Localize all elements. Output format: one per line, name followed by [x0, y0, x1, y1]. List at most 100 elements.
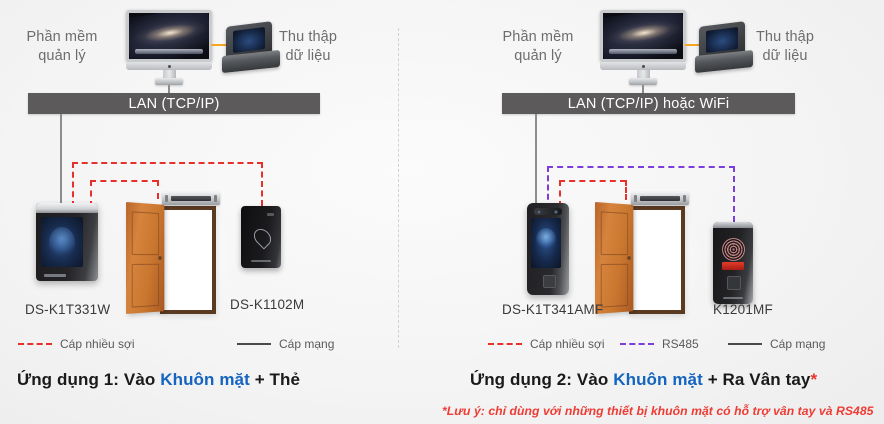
door-assembly-2: [595, 192, 705, 324]
legend-item-rs485-2: RS485: [620, 337, 699, 351]
brand-mark: [251, 259, 271, 262]
lan-bar-2: LAN (TCP/IP) hoặc WiFi: [502, 93, 795, 114]
taskbar-icon: [609, 49, 677, 54]
dashed-red-swatch-icon: [18, 343, 52, 345]
face-terminal-ds-k1t341amf: [527, 203, 569, 295]
collector-label-1: Thu thập dữ liệu: [278, 29, 338, 64]
network-cable-1: [60, 114, 62, 207]
multicore-cable-2a: [559, 180, 561, 207]
brand-mark: [723, 296, 743, 299]
software-label-2: Phần mềm quản lý: [502, 29, 574, 64]
caption-suffix: + Thẻ: [249, 370, 301, 389]
multicore-cable-1c: [157, 180, 159, 199]
taskbar-icon: [135, 49, 203, 54]
pc-to-lan-cable-1: [168, 85, 170, 94]
door-inset-top: [131, 211, 160, 256]
terminal-top-trim: [36, 203, 98, 213]
multicore-cable-1e: [72, 162, 263, 164]
reader-top-trim: [713, 222, 753, 228]
card-swipe-area-icon: [542, 275, 556, 288]
legend-item-network-2: Cáp mạng: [728, 337, 825, 351]
fingerprint-sensor-icon: [721, 238, 745, 261]
data-collector-1: [222, 21, 280, 74]
solid-gray-swatch-icon: [237, 343, 271, 345]
caption-highlight: Khuôn mặt: [160, 370, 250, 389]
device-label-left-2: DS-K1T341AMF: [502, 302, 604, 317]
software-label-1: Phần mềm quản lý: [26, 29, 98, 64]
caption-prefix: Ứng dụng 1: Vào: [17, 370, 161, 389]
camera-module-icon: [534, 208, 562, 215]
monitor-foot: [629, 78, 657, 85]
device-label-left-1: DS-K1T331W: [25, 302, 111, 317]
monitor-chin: [600, 62, 686, 70]
wallpaper-icon: [129, 13, 209, 59]
fingerprint-reader-k1201mf: [713, 222, 753, 304]
legend-label: Cáp nhiều sợi: [530, 337, 605, 351]
reader-led-icon: [267, 213, 274, 216]
collector-label-2: Thu thập dữ liệu: [755, 29, 815, 64]
legend-item-multicore-1: Cáp nhiều sợi: [18, 337, 135, 351]
collector-screen-icon: [706, 27, 738, 53]
management-pc-2: [600, 10, 686, 85]
panel-2: Phần mềm quản lý Thu thập dữ liệu LAN (T…: [440, 0, 884, 424]
device-label-right-1: DS-K1102M: [230, 297, 305, 312]
collector-screen-icon: [233, 27, 265, 53]
panel-1: Phần mềm quản lý Thu thập dữ liệu LAN (T…: [0, 0, 398, 424]
door-knob-icon: [158, 256, 162, 260]
maglock-bolt-right: [683, 195, 686, 202]
caption-1: Ứng dụng 1: Vào Khuôn mặt + Thẻ: [17, 370, 300, 390]
door-panel: [595, 202, 634, 314]
face-scan-icon: [536, 228, 556, 250]
magnetic-lock-icon: [631, 192, 689, 205]
door-frame: [160, 206, 216, 314]
footnote: *Lưu ý: chỉ dùng với những thiết bị khuô…: [442, 404, 874, 418]
monitor-screen-icon: [600, 10, 686, 62]
panel-divider: [398, 28, 399, 348]
legend-item-network-1: Cáp mạng: [237, 337, 334, 351]
maglock-bar: [171, 196, 211, 201]
card-swipe-area-icon: [727, 276, 741, 290]
device-label-right-2: K1201MF: [713, 302, 773, 317]
dashed-purple-swatch-icon: [620, 343, 654, 345]
maglock-bolt-left: [634, 195, 637, 202]
door-inset-bottom: [600, 263, 629, 308]
rs485-cable-2a: [547, 166, 549, 209]
legend-label: Cáp mạng: [770, 337, 826, 351]
legend-label: Cáp mạng: [279, 337, 335, 351]
brand-mark: [44, 274, 66, 277]
caption-highlight: Khuôn mặt: [613, 370, 703, 389]
pc-to-lan-cable-2: [642, 85, 644, 94]
monitor-foot: [155, 78, 183, 85]
door-inset-top: [600, 211, 629, 256]
maglock-bolt-left: [165, 195, 168, 202]
multicore-cable-1d: [72, 162, 74, 207]
card-reader-ds-k1102m: [241, 206, 281, 268]
door-inset-bottom: [131, 263, 160, 308]
caption-suffix: + Ra Vân tay: [702, 370, 811, 389]
legend-label: RS485: [662, 337, 699, 351]
monitor-neck: [162, 70, 176, 78]
lan-bar-1: LAN (TCP/IP): [28, 93, 320, 114]
terminal-screen-icon: [41, 217, 83, 267]
terminal-screen-icon: [531, 218, 561, 268]
multicore-cable-1b: [90, 180, 158, 182]
management-pc-1: [126, 10, 212, 85]
door-panel: [126, 202, 165, 314]
door-knob-icon: [627, 256, 631, 260]
door-assembly-1: [126, 192, 236, 324]
maglock-bolt-right: [214, 195, 217, 202]
monitor-chin: [126, 62, 212, 70]
reader-body: [241, 206, 281, 268]
dashed-red-swatch-icon: [488, 343, 522, 345]
monitor-screen-icon: [126, 10, 212, 62]
multicore-cable-1a: [90, 180, 92, 207]
magnetic-lock-icon: [162, 192, 220, 205]
rs485-cable-2c: [733, 166, 735, 222]
face-scan-icon: [49, 227, 75, 257]
caption-2: Ứng dụng 2: Vào Khuôn mặt + Ra Vân tay*: [470, 370, 817, 390]
caption-prefix: Ứng dụng 2: Vào: [470, 370, 614, 389]
rs485-cable-2b: [547, 166, 735, 168]
multicore-cable-2c: [625, 180, 627, 200]
face-terminal-ds-k1t331w: [36, 203, 98, 281]
